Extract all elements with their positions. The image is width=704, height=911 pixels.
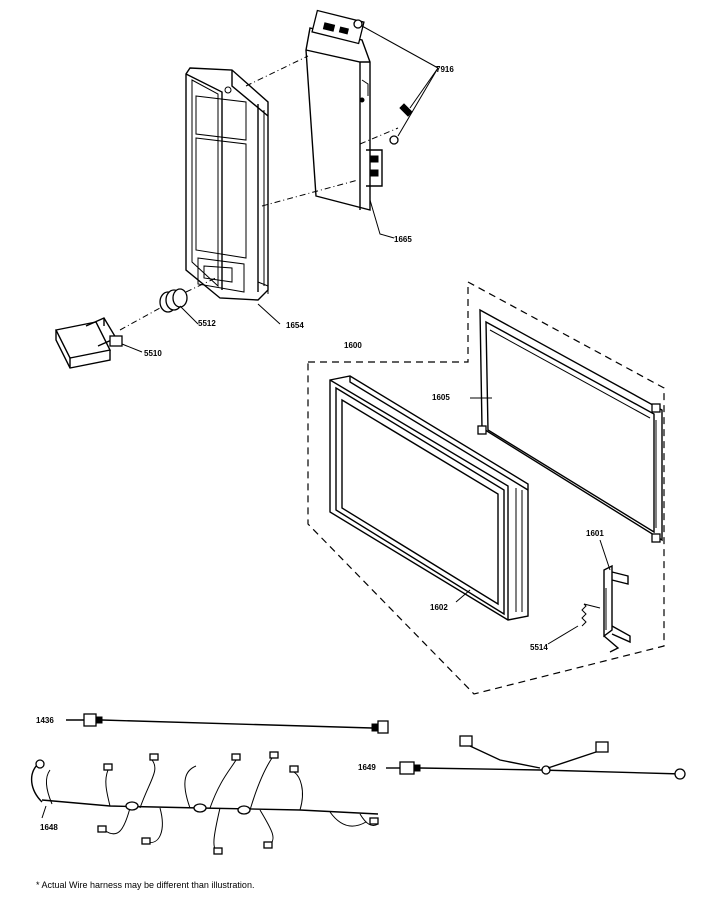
label-5512: 5512 bbox=[198, 319, 216, 328]
circuit-board bbox=[305, 9, 383, 211]
screw-group-7916 bbox=[353, 19, 439, 145]
alignment-lines bbox=[245, 55, 399, 207]
spring-5512 bbox=[159, 275, 221, 313]
label-7916: 7916 bbox=[436, 65, 454, 74]
door-glass-1605 bbox=[477, 308, 663, 543]
door-latch-1601 bbox=[603, 564, 631, 653]
label-1602: 1602 bbox=[430, 603, 448, 612]
label-5510: 5510 bbox=[144, 349, 162, 358]
label-1648: 1648 bbox=[40, 823, 58, 832]
label-5514: 5514 bbox=[530, 643, 548, 652]
label-1600: 1600 bbox=[344, 341, 362, 350]
push-button-5510 bbox=[54, 307, 161, 369]
wire-1436 bbox=[66, 713, 389, 734]
leader-lines bbox=[41, 199, 611, 819]
wire-1649 bbox=[386, 735, 686, 780]
label-1601: 1601 bbox=[586, 529, 604, 538]
control-panel-housing bbox=[185, 67, 269, 301]
label-1436: 1436 bbox=[36, 716, 54, 725]
door-frame-1602 bbox=[329, 375, 529, 621]
label-1649: 1649 bbox=[358, 763, 376, 772]
door-assembly-boundary bbox=[307, 280, 665, 695]
spring-5514 bbox=[581, 603, 601, 627]
wire-harness-1648 bbox=[31, 751, 379, 855]
footnote: * Actual Wire harness may be different t… bbox=[36, 880, 255, 890]
label-1665: 1665 bbox=[394, 235, 412, 244]
label-1605: 1605 bbox=[432, 393, 450, 402]
label-1654: 1654 bbox=[286, 321, 304, 330]
